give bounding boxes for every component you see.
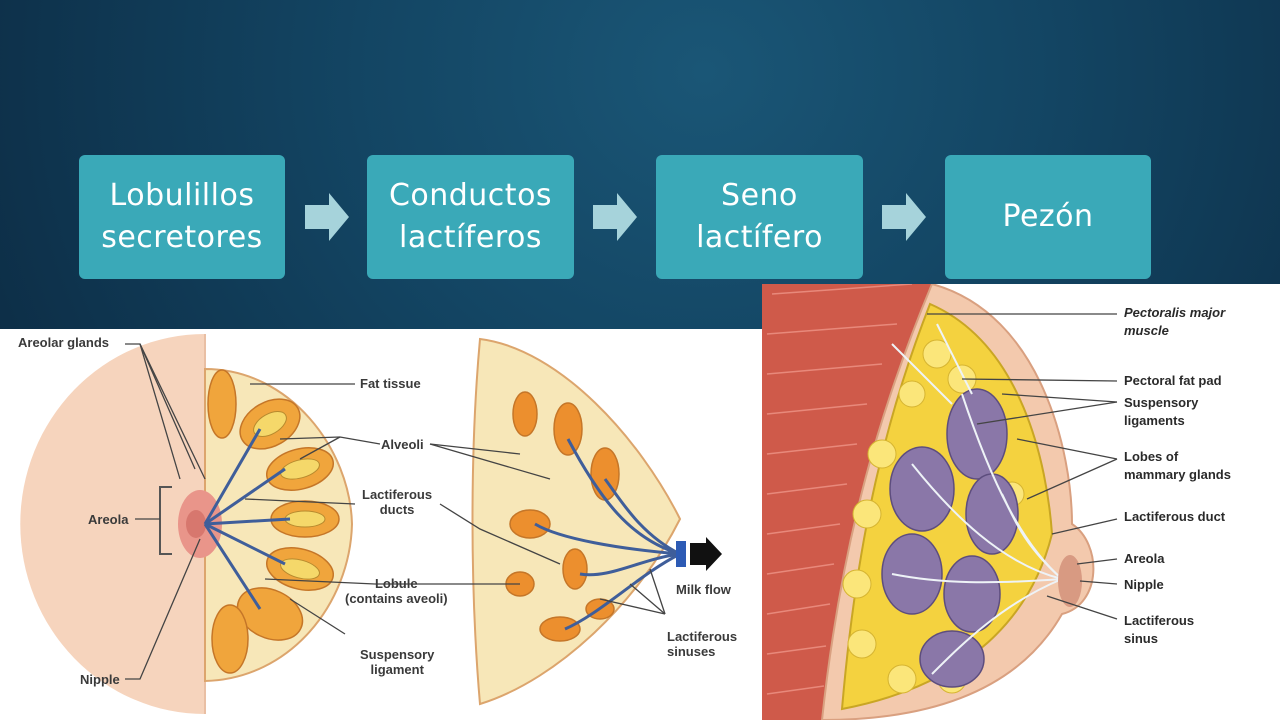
flow-step-seno: Seno lactífero xyxy=(656,155,863,279)
label-lactiferous-sinus: Lactiferous sinus xyxy=(1124,613,1195,646)
label-areola: Areola xyxy=(88,512,129,527)
flow-step-label: Lobulillos secretores xyxy=(101,178,263,255)
label-nipple: Nipple xyxy=(80,672,120,687)
breast-anatomy-figure-left: Areolar glands Areola Nipple Fat tissue … xyxy=(0,329,762,720)
label-alveoli: Alveoli xyxy=(381,437,424,452)
label-lactiferous-sinuses: Lactiferous sinuses xyxy=(667,629,738,659)
flow-step-label: Pezón xyxy=(1002,199,1094,234)
label-suspensory-ligament: Suspensory ligament xyxy=(360,647,435,677)
label-lactiferous-ducts: Lactiferous ducts xyxy=(362,487,433,517)
flow-step-label: Conductos lactíferos xyxy=(388,178,553,255)
label-nipple: Nipple xyxy=(1124,577,1164,592)
flow-step-label: Seno lactífero xyxy=(696,178,823,255)
flow-step-conductos: Conductos lactíferos xyxy=(367,155,574,279)
label-fat-tissue: Fat tissue xyxy=(360,376,421,391)
label-pectoral-fat-pad: Pectoral fat pad xyxy=(1124,373,1222,388)
flow-step-lobulillos: Lobulillos secretores xyxy=(79,155,285,279)
label-lobule: Lobule (contains aveoli) xyxy=(345,576,448,606)
flow-arrow-icon xyxy=(882,193,926,241)
label-suspensory-ligaments: Suspensory ligaments xyxy=(1124,395,1199,428)
label-milk-flow: Milk flow xyxy=(676,582,731,597)
flow-arrow-icon xyxy=(305,193,349,241)
label-areola: Areola xyxy=(1124,551,1165,566)
label-pectoralis-major-muscle: Pectoralis major muscle xyxy=(1124,305,1226,338)
label-areolar-glands: Areolar glands xyxy=(18,335,110,350)
flow-arrow-icon xyxy=(593,193,637,241)
breast-section-illustration xyxy=(20,334,722,714)
label-lobes-mammary-glands: Lobes of mammary glands xyxy=(1124,449,1231,482)
breast-anatomy-figure-right: Pectoralis major muscle Pectoral fat pad… xyxy=(762,284,1280,720)
label-lactiferous-duct: Lactiferous duct xyxy=(1124,509,1226,524)
flow-step-pezon: Pezón xyxy=(945,155,1151,279)
breast-sagittal-illustration xyxy=(762,284,1118,720)
